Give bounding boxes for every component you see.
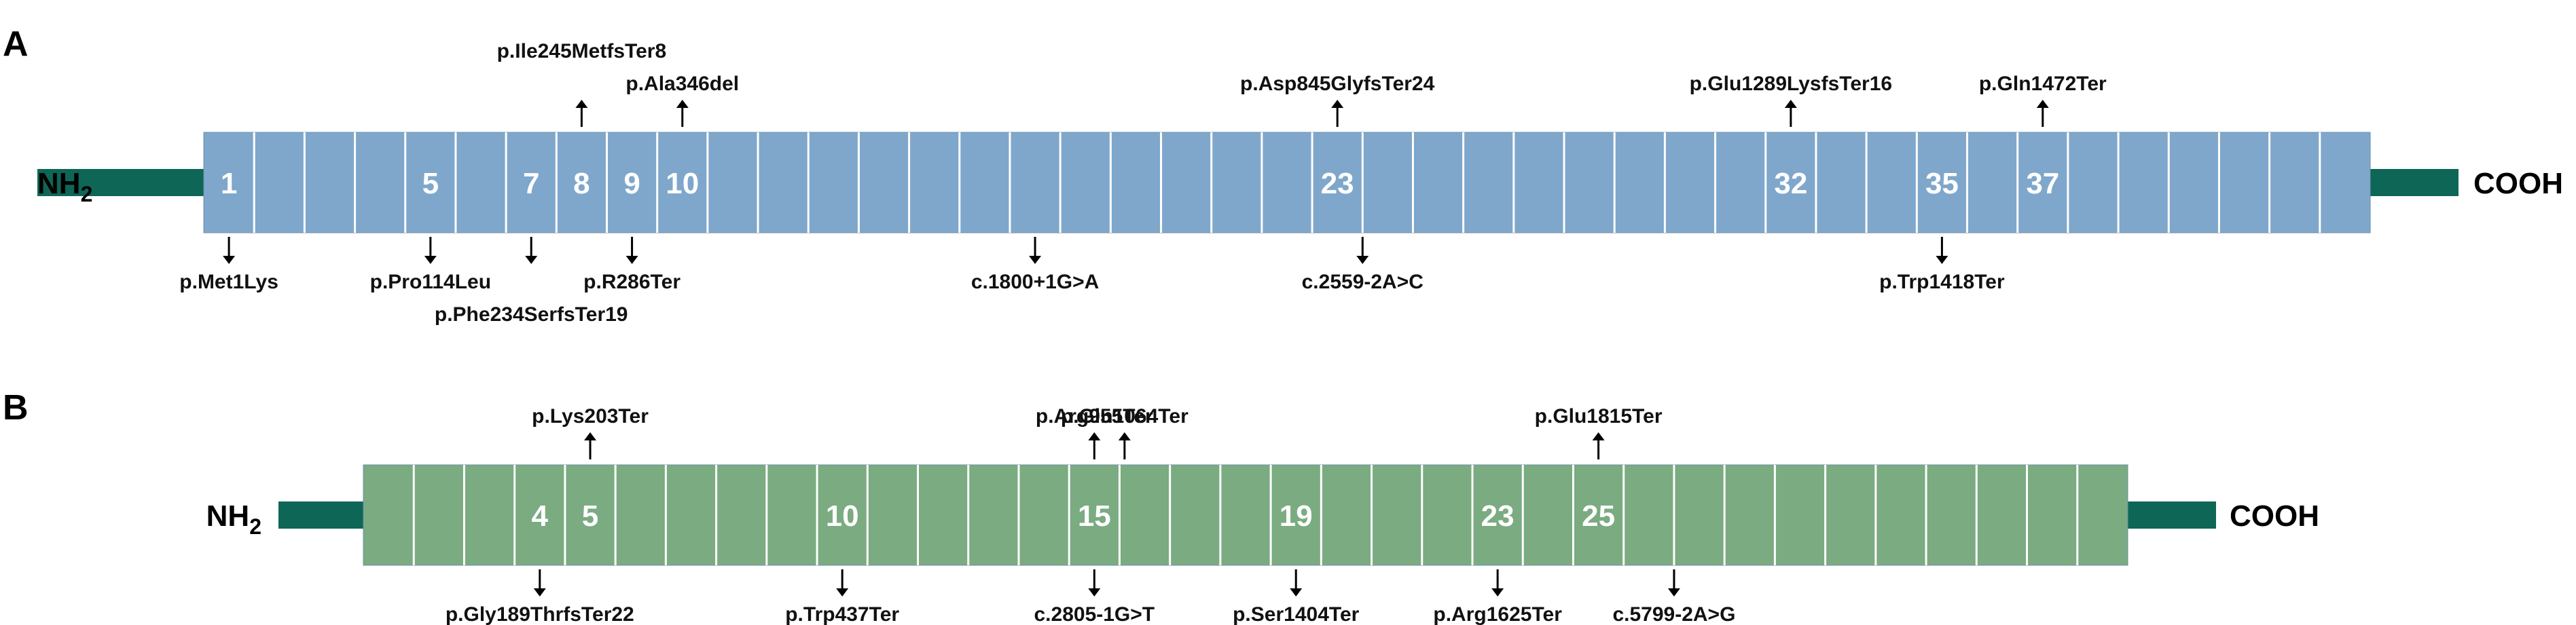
exon-number: 32 — [1774, 167, 1807, 200]
variant-arrow-up — [1331, 100, 1344, 127]
variant-arrow-down — [525, 237, 538, 264]
variant-label-below: p.Met1Lys — [179, 271, 278, 293]
variant-arrow-up — [676, 100, 689, 127]
variant-arrow-down — [1088, 569, 1101, 596]
variant-label-below: p.R286Ter — [583, 271, 681, 293]
variant-arrow-down — [533, 569, 546, 596]
variant-arrow-down — [1936, 237, 1948, 264]
c-terminal-bar — [2128, 501, 2216, 529]
variant-label-above: p.Lys203Ter — [532, 405, 649, 428]
variant-arrow-up — [1088, 432, 1101, 459]
variant-label-above: p.Ile245MetfsTer8 — [497, 40, 667, 62]
variant-arrow-down — [836, 569, 849, 596]
variant-arrow-up — [1592, 432, 1605, 459]
n-terminal-bar — [37, 169, 204, 196]
n-terminus-text: NH — [206, 499, 250, 533]
variant-label-above: p.Asp845GlyfsTer24 — [1240, 73, 1435, 95]
variant-label-above: p.Gln1064Ter — [1061, 405, 1189, 428]
exon-number: 15 — [1078, 499, 1111, 533]
variant-label-above: p.Arg955Ter — [1036, 405, 1153, 428]
variant-arrow-up — [1784, 100, 1797, 127]
n-terminus-subscript: 2 — [81, 182, 93, 206]
panel-label: B — [3, 388, 29, 428]
exon-number: 9 — [623, 167, 640, 200]
variant-label-above: p.Ala346del — [625, 73, 739, 95]
exon-number: 1 — [221, 167, 237, 200]
n-terminus-label: NH2 — [206, 499, 261, 539]
variant-label-above: p.Glu1815Ter — [1535, 405, 1663, 428]
variant-arrow-up — [575, 100, 588, 127]
n-terminal-bar — [278, 501, 363, 529]
exon-number: 19 — [1280, 499, 1313, 533]
variant-label-below: c.2805-1G>T — [1034, 603, 1155, 625]
exon-number: 10 — [666, 167, 699, 200]
c-terminus-label: COOH — [2230, 499, 2319, 533]
exon-number: 7 — [523, 167, 539, 200]
variant-label-above: p.Gln1472Ter — [1979, 73, 2107, 95]
variant-label-below: c.1800+1G>A — [971, 271, 1099, 293]
n-terminus-subscript: 2 — [249, 514, 261, 539]
variant-arrow-up — [2036, 100, 2049, 127]
variant-arrow-up — [1118, 432, 1131, 459]
protein-block: 1 5 7 8 9 10 23 32 35 37 — [203, 132, 2371, 233]
c-terminal-bar — [2370, 169, 2459, 196]
variant-label-above: p.Glu1289LysfsTer16 — [1690, 73, 1892, 95]
variant-label-below: c.5799-2A>G — [1612, 603, 1735, 625]
exon-number: 4 — [532, 499, 549, 533]
variant-arrow-down — [223, 237, 236, 264]
variant-arrow-down — [1356, 237, 1369, 264]
variant-label-below: p.Pro114Leu — [370, 271, 491, 293]
n-terminus-text: NH — [37, 167, 81, 200]
variant-label-below: c.2559-2A>C — [1302, 271, 1423, 293]
variant-label-below: p.Arg1625Ter — [1433, 603, 1562, 625]
variant-arrow-up — [584, 432, 597, 459]
panel-a: A NH2 COOH 1 5 7 8 9 10 23 32 35 37 p.Ile245MetfsTer8… — [3, 24, 2563, 326]
exon-number: 37 — [2026, 167, 2059, 200]
exon-number: 23 — [1321, 167, 1354, 200]
variant-arrow-down — [424, 237, 437, 264]
variant-label-below: p.Trp437Ter — [785, 603, 899, 625]
exon-number: 5 — [582, 499, 598, 533]
variant-arrow-down — [1029, 237, 1042, 264]
exon-number: 8 — [573, 167, 589, 200]
variant-label-below: p.Ser1404Ter — [1233, 603, 1360, 625]
n-terminus-label: NH2 — [37, 167, 92, 206]
exon-number: 23 — [1481, 499, 1514, 533]
protein-block-body — [203, 132, 2371, 233]
variant-arrow-down — [1667, 569, 1680, 596]
variant-arrow-down — [1290, 569, 1303, 596]
exon-number: 5 — [422, 167, 439, 200]
c-terminus-label: COOH — [2473, 167, 2563, 200]
panel-label: A — [3, 24, 29, 64]
variant-arrow-down — [1491, 569, 1504, 596]
variant-arrow-down — [625, 237, 638, 264]
variant-label-below: p.Gly189ThrfsTer22 — [446, 603, 634, 625]
exon-number: 10 — [826, 499, 859, 533]
variant-label-below: p.Phe234SerfsTer19 — [435, 303, 628, 326]
variant-label-below: p.Trp1418Ter — [1879, 271, 2005, 293]
protein-block-body — [363, 464, 2128, 566]
exon-number: 25 — [1582, 499, 1615, 533]
exon-number: 35 — [1925, 167, 1959, 200]
